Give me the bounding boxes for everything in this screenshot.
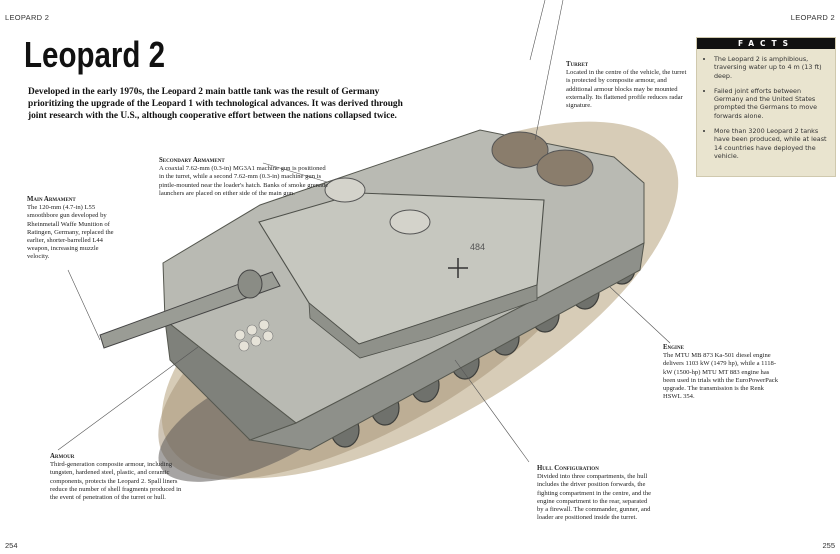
intro-paragraph: Developed in the early 1970s, the Leopar… (28, 87, 403, 121)
callout-text: A coaxial 7.62-mm (0.3-in) MG3A1 machine… (159, 165, 329, 197)
loader-hatch (389, 209, 431, 235)
callout-text: Located in the centre of the vehicle, th… (566, 69, 687, 110)
hull-marking: 484 (470, 242, 485, 252)
callout-turret: Turret Located in the centre of the vehi… (566, 61, 688, 110)
callout-heading: Armour (50, 453, 75, 460)
callout-hull-configuration: Hull Configuration Divided into three co… (537, 465, 655, 522)
callout-secondary-armament: Secondary Armament A coaxial 7.62-mm (0.… (159, 157, 329, 198)
fume-extractor (237, 269, 263, 299)
engine-grille (536, 149, 594, 187)
facts-list: The Leopard 2 is amphibious, traversing … (697, 55, 835, 160)
fact-item: The Leopard 2 is amphibious, traversing … (714, 55, 829, 80)
ammunition-rack (234, 319, 274, 352)
running-head-right: LEOPARD 2 (790, 13, 835, 22)
callout-heading: Main Armament (27, 196, 76, 203)
callout-text: The 120-mm (4.7-in) L55 smoothbore gun d… (27, 204, 114, 261)
leader-lines (57, 0, 671, 463)
hull-front (164, 318, 298, 441)
fact-item: Failed joint efforts between Germany and… (714, 87, 829, 120)
page-title: Leopard 2 (24, 34, 166, 75)
callout-heading: Hull Configuration (537, 465, 599, 472)
running-head-left: LEOPARD 2 (5, 13, 50, 22)
page-number-right: 255 (822, 541, 835, 550)
callout-armour: Armour Third-generation composite armour… (50, 453, 190, 502)
engine-grille (491, 131, 549, 169)
fact-item: More than 3200 Leopard 2 tanks have been… (714, 127, 829, 160)
main-gun-barrel (99, 271, 281, 349)
callout-main-armament: Main Armament The 120-mm (4.7-in) L55 sm… (27, 196, 119, 262)
commander-hatch (324, 177, 366, 203)
callout-text: Third-generation composite armour, inclu… (50, 461, 182, 502)
german-cross-marking (448, 258, 468, 278)
callout-text: Divided into three compartments, the hul… (537, 473, 652, 522)
page-number-left: 254 (5, 541, 18, 550)
callout-engine: Engine The MTU MB 873 Ka-501 diesel engi… (663, 344, 783, 401)
facts-heading: FACTS (697, 38, 835, 49)
turret-side (308, 284, 538, 359)
callout-heading: Engine (663, 344, 684, 351)
callout-heading: Secondary Armament (159, 157, 225, 164)
facts-box: FACTS The Leopard 2 is amphibious, trave… (696, 37, 836, 177)
callout-heading: Turret (566, 61, 589, 68)
callout-text: The MTU MB 873 Ka-501 diesel engine deli… (663, 352, 778, 401)
